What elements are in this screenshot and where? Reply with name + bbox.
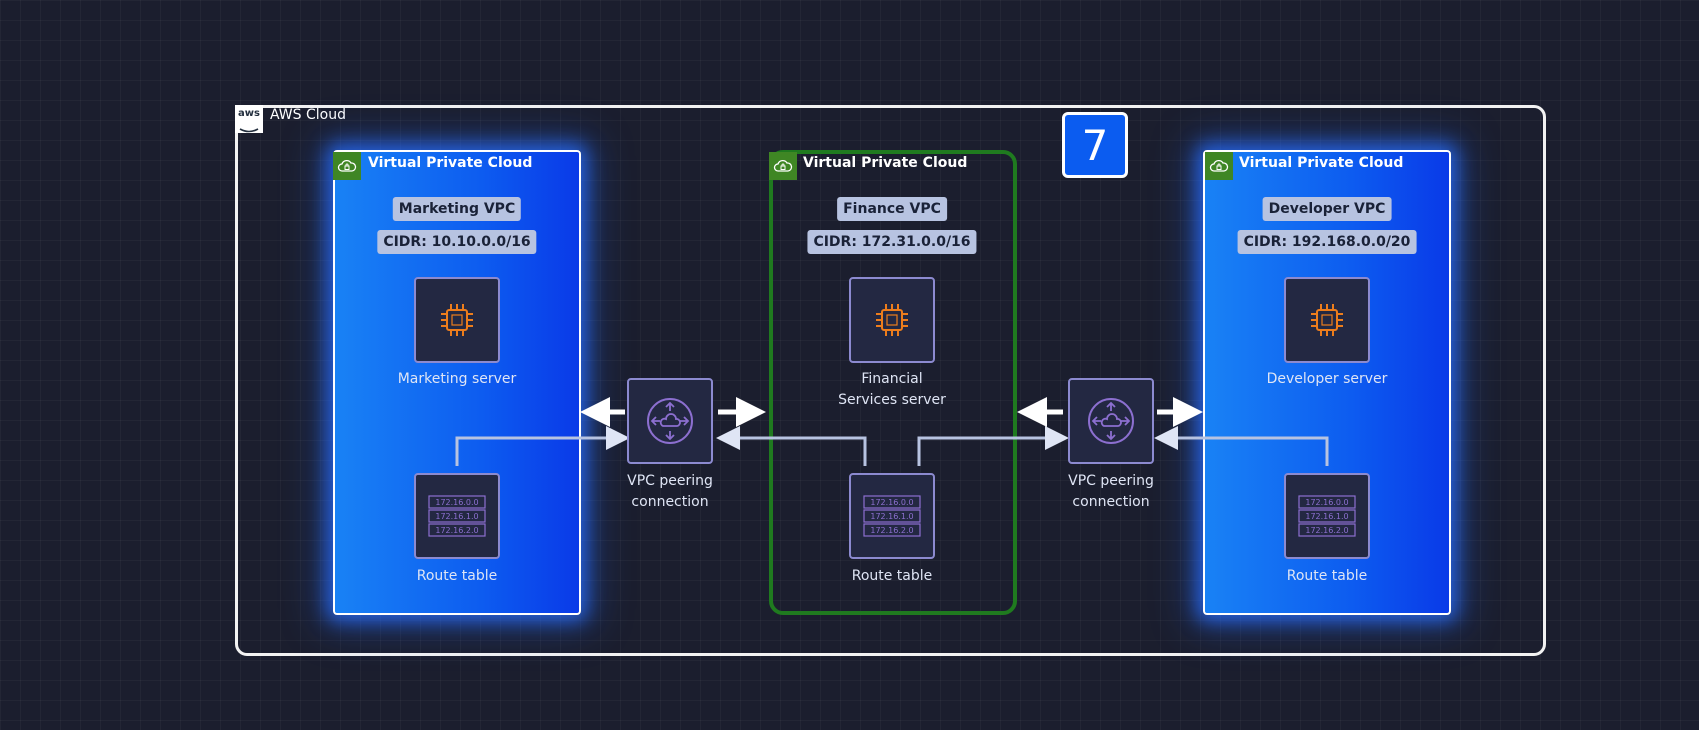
route-table-icon: 172.16.0.0 172.16.1.0 172.16.2.0: [1284, 473, 1370, 559]
finance-route-connector-left: [716, 426, 867, 466]
marketing-route-connector: [455, 426, 630, 466]
vpc-name-pill: Finance VPC: [837, 197, 947, 221]
route-table-row: [428, 495, 486, 509]
peering-label-line2: connection: [1072, 494, 1150, 510]
route-table-entry: 172.16.2.0: [870, 526, 913, 535]
developer-route-connector: [1154, 426, 1329, 466]
route-table-row: [1298, 509, 1356, 523]
route-table-row: [428, 523, 486, 537]
finance-vpc-container: [769, 150, 1017, 615]
finance-route-connector-right: [917, 426, 1069, 466]
route-table-icon: 172.16.0.0 172.16.1.0 172.16.2.0: [849, 473, 935, 559]
aws-cloud-title: AWS Cloud: [270, 107, 346, 123]
cidr-pill: CIDR: 172.31.0.0/16: [807, 230, 977, 254]
route-table-row: [428, 509, 486, 523]
vpc-peering-icon: [1068, 378, 1154, 464]
aws-logo-text: aws: [238, 108, 260, 119]
developer-route-table-label: Route table: [1286, 568, 1368, 584]
developer-server-label: Developer server: [1266, 371, 1388, 387]
route-table-row: [1298, 523, 1356, 537]
route-table-entry: 172.16.0.0: [1305, 498, 1348, 507]
cidr-pill: CIDR: 192.168.0.0/20: [1237, 230, 1417, 254]
ec2-chip-icon: [1284, 277, 1370, 363]
marketing-server-label: Marketing server: [397, 371, 517, 387]
marketing-route-table-label: Route table: [416, 568, 498, 584]
aws-cloud-container: [235, 105, 1546, 656]
cloud-lock-icon: [1205, 152, 1233, 180]
finance-route-table-label: Route table: [851, 568, 933, 584]
route-table-entry: 172.16.0.0: [870, 498, 913, 507]
peering-label-line2: connection: [631, 494, 709, 510]
route-table-entry: 172.16.0.0: [435, 498, 478, 507]
route-table-entry: 172.16.1.0: [1305, 512, 1348, 521]
route-table-entry: 172.16.1.0: [435, 512, 478, 521]
ec2-chip-icon: [414, 277, 500, 363]
route-table-row: [863, 509, 921, 523]
route-table-entry: 172.16.1.0: [870, 512, 913, 521]
aws-logo-icon: aws: [235, 105, 263, 133]
cloud-lock-icon: [769, 152, 797, 180]
aws-smile-icon: [239, 128, 259, 133]
finance-server-label-line2: Services server: [838, 392, 946, 408]
developer-vpc-header: Virtual Private Cloud: [1239, 155, 1404, 171]
finance-vpc-header: Virtual Private Cloud: [803, 155, 968, 171]
cloud-lock-icon: [333, 152, 361, 180]
step-number-badge: 7: [1062, 112, 1128, 178]
route-table-row: [863, 495, 921, 509]
route-table-row: [863, 523, 921, 537]
cidr-pill: CIDR: 10.10.0.0/16: [377, 230, 537, 254]
route-table-icon: 172.16.0.0 172.16.1.0 172.16.2.0: [414, 473, 500, 559]
ec2-chip-icon: [849, 277, 935, 363]
route-table-entry: 172.16.2.0: [1305, 526, 1348, 535]
finance-server-label-line1: Financial: [861, 371, 923, 387]
vpc-name-pill: Developer VPC: [1262, 197, 1392, 221]
route-table-row: [1298, 495, 1356, 509]
peering-label-line1: VPC peering: [627, 473, 713, 489]
marketing-vpc-header: Virtual Private Cloud: [368, 155, 533, 171]
developer-vpc-container: [1203, 150, 1451, 615]
vpc-name-pill: Marketing VPC: [392, 197, 522, 221]
route-table-entry: 172.16.2.0: [435, 526, 478, 535]
vpc-peering-icon: [627, 378, 713, 464]
peering-label-line1: VPC peering: [1068, 473, 1154, 489]
